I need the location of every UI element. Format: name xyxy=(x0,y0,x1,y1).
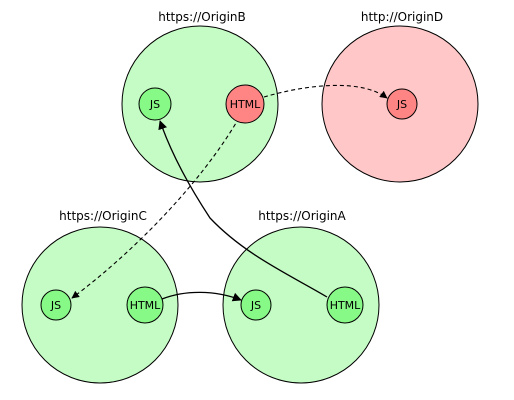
origin-a-circle xyxy=(222,226,380,384)
node-b-html: HTML xyxy=(225,84,265,124)
origin-a-group: https://OriginA xyxy=(222,209,380,384)
origin-a-label: https://OriginA xyxy=(258,209,346,223)
node-a-js-circle xyxy=(240,289,272,321)
node-a-js-label: JS xyxy=(250,299,261,312)
link-a-html-to-b-js xyxy=(158,120,328,298)
node-d-js-circle xyxy=(386,88,418,120)
node-a-html-label: HTML xyxy=(330,299,361,312)
node-c-html-label: HTML xyxy=(130,299,161,312)
node-d-js-label: JS xyxy=(396,98,407,111)
node-b-js: JS xyxy=(138,87,172,121)
node-c-js-circle xyxy=(40,289,72,321)
node-a-html-circle xyxy=(326,286,364,324)
link-c-html-to-a-js xyxy=(161,291,242,302)
link-b-html-to-c-js xyxy=(71,117,240,299)
node-c-js-label: JS xyxy=(50,299,61,312)
node-b-html-label: HTML xyxy=(230,98,261,111)
node-b-js-circle xyxy=(138,87,172,121)
origin-c-label: https://OriginC xyxy=(59,209,147,223)
node-c-js: JS xyxy=(40,289,72,321)
node-d-js: JS xyxy=(386,88,418,120)
node-b-html-circle xyxy=(225,84,265,124)
origin-b-group: https://OriginB xyxy=(121,10,279,183)
origin-d-label: http://OriginD xyxy=(361,10,443,24)
node-a-js: JS xyxy=(240,289,272,321)
origin-c-circle xyxy=(21,226,179,384)
origin-c-group: https://OriginC xyxy=(21,209,179,384)
node-c-html: HTML xyxy=(126,286,164,324)
link-b-html-to-d-js xyxy=(263,84,388,99)
node-b-js-label: JS xyxy=(149,98,160,111)
node-a-html: HTML xyxy=(326,286,364,324)
node-c-html-circle xyxy=(126,286,164,324)
origin-b-label: https://OriginB xyxy=(158,10,246,24)
origin-b-circle xyxy=(121,25,279,183)
